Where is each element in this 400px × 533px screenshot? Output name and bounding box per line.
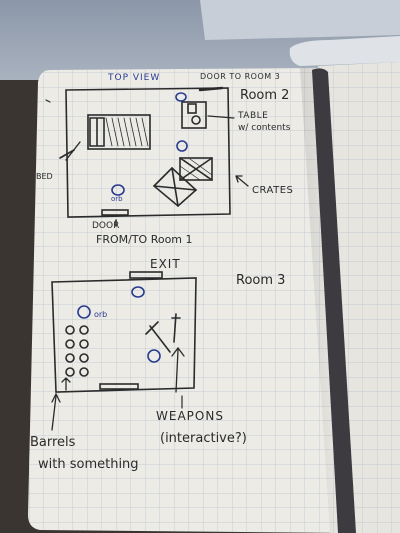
barrels-pointer-head [51,392,61,403]
elastic-strap [312,68,356,533]
orb-marker [147,349,161,363]
barrel [79,325,89,335]
room2-walls [65,87,231,218]
laptop-edge [200,0,400,40]
table [181,101,207,129]
room3-sketch [51,271,197,431]
room3-orbs [77,286,161,363]
barrel [65,353,75,363]
barrels-pointer [51,395,57,431]
bed [87,114,151,150]
room3-entry-arrow [61,377,71,391]
barrel [79,353,89,363]
room2-orbs [111,92,188,196]
barrel [65,325,75,335]
crate-1 [179,157,213,181]
crates-arrow [235,175,249,187]
bed-tick [59,149,75,159]
barrel [79,367,89,377]
corner-tick [45,99,51,103]
room2-sketch [45,86,249,227]
barrel [65,367,75,377]
room3-bottom-door [99,383,139,390]
barrel [65,339,75,349]
bed-hatch [105,117,149,147]
weapons-arrow [171,346,185,393]
table-pointer [207,115,235,119]
orb-marker [175,92,187,102]
weapon-spear [171,313,181,343]
barrel [79,339,89,349]
weapon-sword [145,321,171,353]
table-item [187,103,197,114]
crate-2-x [153,167,197,207]
door-to-room3-mark [198,86,224,92]
orb-marker [131,286,145,298]
orb-marker [77,305,91,319]
orb-marker [111,184,125,196]
room3-walls [51,277,197,393]
orb-marker [176,140,188,152]
crate-1-hatch [179,158,213,181]
table-item-round [191,115,201,125]
bed-pillow [89,117,105,147]
laptop-base [289,36,400,66]
door-to-room1-mark [101,209,129,216]
exit-door-mark [129,271,163,279]
